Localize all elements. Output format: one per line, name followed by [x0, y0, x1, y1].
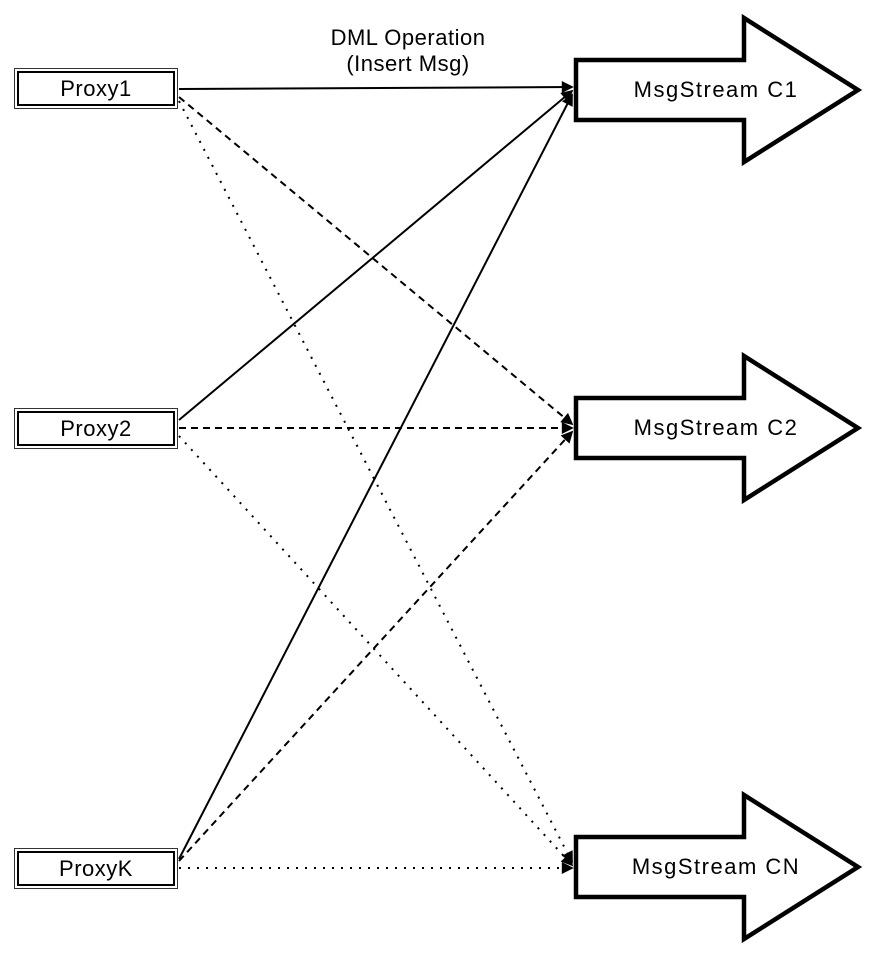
msgstream-c2-arrow-shape: [573, 351, 863, 505]
msgstream-c1-label: MsgStream C1: [633, 77, 799, 102]
connector-proxyk-to-c1: [178, 93, 573, 860]
proxyk-box: ProxyK: [17, 851, 175, 886]
title-line-2: (Insert Msg): [346, 51, 470, 76]
proxy2-label: Proxy2: [60, 415, 132, 441]
proxyk-node: ProxyK: [14, 848, 178, 889]
proxy1-node: Proxy1: [14, 68, 178, 109]
connector-proxy2-to-c1: [178, 89, 574, 421]
diagram-title: DML Operation (Insert Msg): [258, 25, 558, 77]
msgstream-cn-arrow-shape: [573, 790, 863, 944]
msgstream-c1-arrow-shape: [573, 13, 863, 167]
proxy2-box: Proxy2: [17, 411, 175, 446]
proxy1-box: Proxy1: [17, 71, 175, 106]
proxy2-node: Proxy2: [14, 408, 178, 449]
proxyk-label: ProxyK: [59, 855, 133, 881]
msgstream-cn-label: MsgStream CN: [631, 854, 801, 879]
title-line-1: DML Operation: [330, 25, 486, 50]
connector-proxy1-to-c1: [178, 81, 574, 94]
msgstream-c2-label: MsgStream C2: [633, 415, 799, 440]
connector-proxy1-to-cn: [178, 100, 573, 864]
connector-proxyk-to-c2: [178, 430, 574, 862]
proxy1-label: Proxy1: [60, 75, 132, 101]
connector-proxy1-to-c2: [178, 96, 574, 426]
connector-proxy2-to-cn: [178, 435, 574, 867]
